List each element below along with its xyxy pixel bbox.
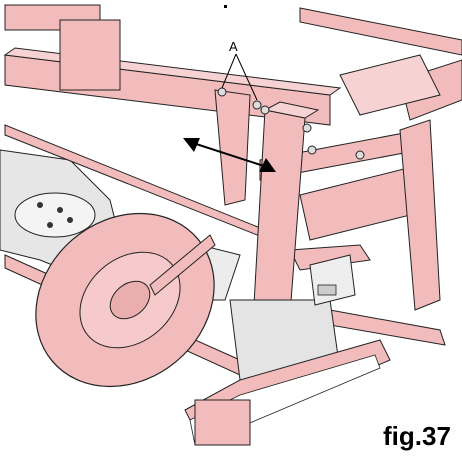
adjustment-arrow (183, 138, 276, 172)
spring-housing (309, 254, 356, 306)
skid-plate (184, 299, 391, 446)
top-mark (224, 5, 227, 8)
callout-a-letter: A (229, 39, 238, 54)
figure-label: fig.37 (383, 421, 451, 451)
callout-a: A (221, 39, 258, 101)
disc-wheel (35, 212, 216, 388)
